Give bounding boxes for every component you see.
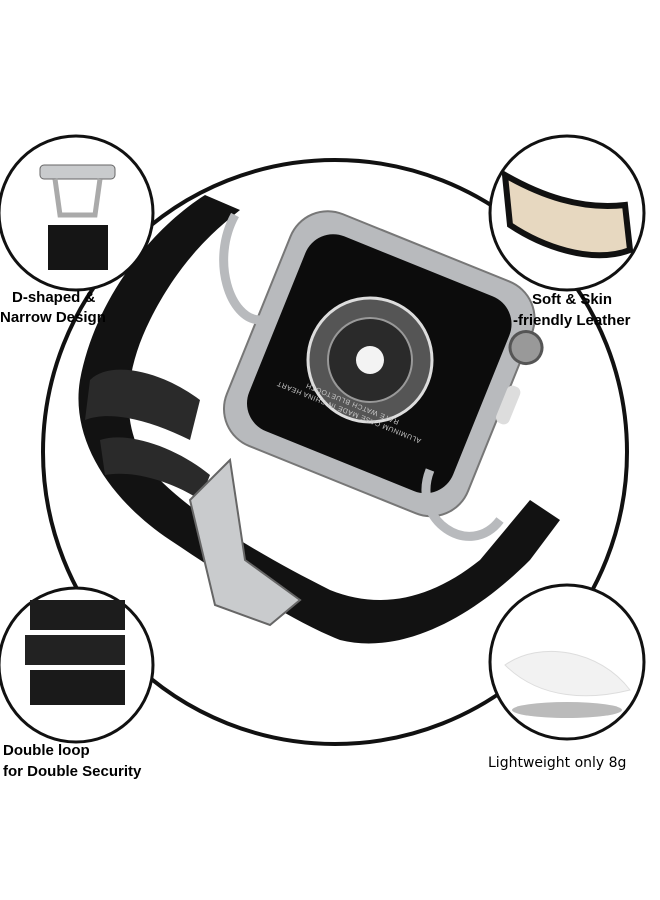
buckle-icon: [188, 457, 302, 627]
d-ring-bottom: [421, 468, 504, 541]
detail-circle-feather: [488, 583, 646, 741]
feature-lightweight: Lightweight only 8g: [488, 755, 627, 771]
detail-circle-double-loop: [0, 586, 155, 744]
feature-leather-line2: -friendly Leather: [513, 312, 631, 329]
watch-case: [222, 210, 544, 518]
feature-d-shaped-line2: Narrow Design: [0, 309, 106, 326]
d-ring-top: [219, 212, 261, 325]
feature-double-loop-line1: Double loop: [3, 742, 90, 759]
main-circle: [41, 158, 629, 746]
detail-circle-leather: [488, 134, 646, 292]
detail-circle-connector: [0, 134, 155, 292]
feature-d-shaped-line1: D-shaped &: [12, 289, 96, 306]
feature-leather-line1: Soft & Skin: [532, 291, 613, 308]
digital-crown-icon: [508, 330, 544, 366]
feature-double-loop-line2: for Double Security: [3, 763, 142, 780]
